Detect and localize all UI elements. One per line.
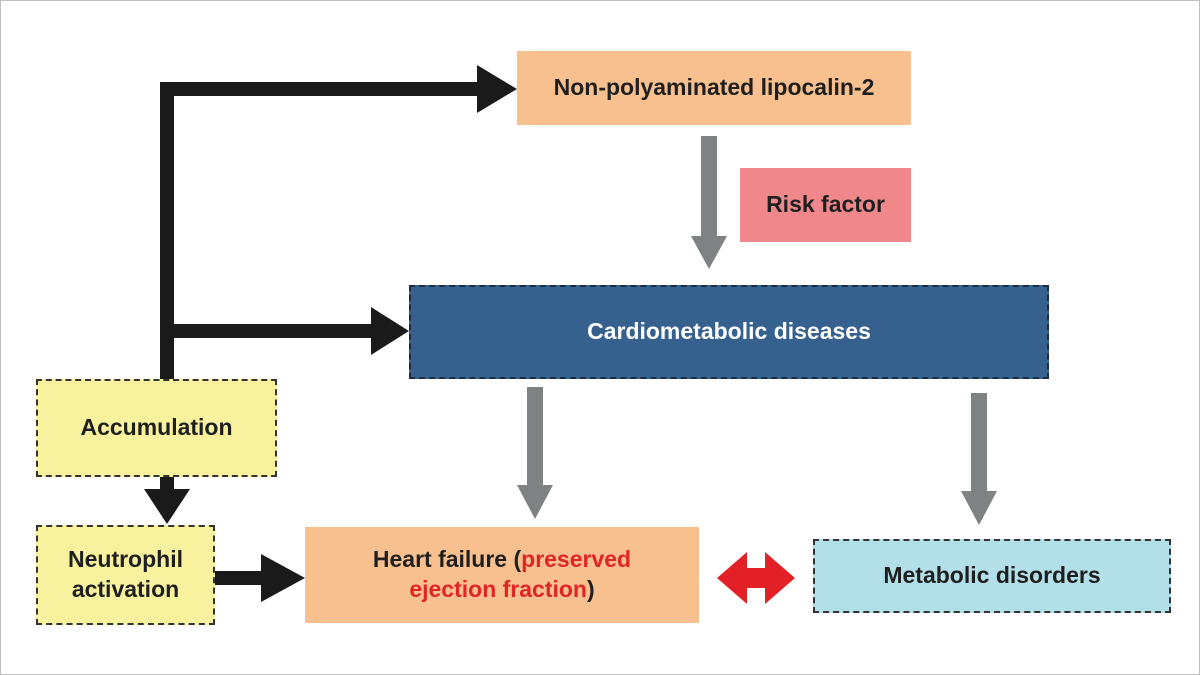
- risk-factor-node: Risk factor: [740, 168, 911, 242]
- arrowhead-to-heart-failure: [261, 554, 305, 602]
- trunk-line: [160, 82, 479, 382]
- heart-failure-line2: ejection fraction): [409, 575, 594, 605]
- heart-failure-node: Heart failure (preserved ejection fracti…: [305, 527, 699, 623]
- heart-failure-line1: Heart failure (preserved: [373, 545, 631, 575]
- metabolic-disorders-node: Metabolic disorders: [813, 539, 1171, 613]
- arrowhead-to-lipocalin: [477, 65, 517, 113]
- arrow-cardiometabolic-to-heart-failure: [517, 387, 553, 519]
- gray-arrows: [517, 136, 997, 525]
- black-connectors: [160, 82, 479, 585]
- heart-failure-highlight-preserved: preserved: [521, 546, 632, 573]
- neutrophil-activation-node: Neutrophil activation: [36, 525, 215, 625]
- heart-failure-prefix: Heart failure (: [372, 546, 522, 573]
- double-arrow-red: [717, 552, 795, 604]
- arrowhead-to-neutrophil: [144, 489, 190, 524]
- arrow-cardiometabolic-to-metabolic: [961, 393, 997, 525]
- heart-failure-highlight-ejection: ejection fraction: [409, 576, 587, 602]
- accumulation-node: Accumulation: [36, 379, 277, 477]
- risk-factor-label: Risk factor: [766, 191, 885, 218]
- cardiometabolic-label: Cardiometabolic diseases: [587, 318, 871, 345]
- black-arrowheads: [144, 65, 517, 602]
- heart-failure-suffix: ): [586, 576, 595, 602]
- neutrophil-label-line2: activation: [71, 576, 180, 602]
- cardiometabolic-node: Cardiometabolic diseases: [409, 285, 1049, 379]
- lipocalin-label: Non-polyaminated lipocalin-2: [553, 74, 875, 101]
- neutrophil-label-line1: Neutrophil: [68, 546, 183, 573]
- lipocalin-node: Non-polyaminated lipocalin-2: [517, 51, 911, 125]
- accumulation-label: Accumulation: [80, 414, 233, 441]
- metabolic-label: Metabolic disorders: [883, 562, 1101, 589]
- arrowhead-to-cardiometabolic: [371, 307, 409, 355]
- arrow-lipocalin-to-cardiometabolic: [691, 136, 727, 269]
